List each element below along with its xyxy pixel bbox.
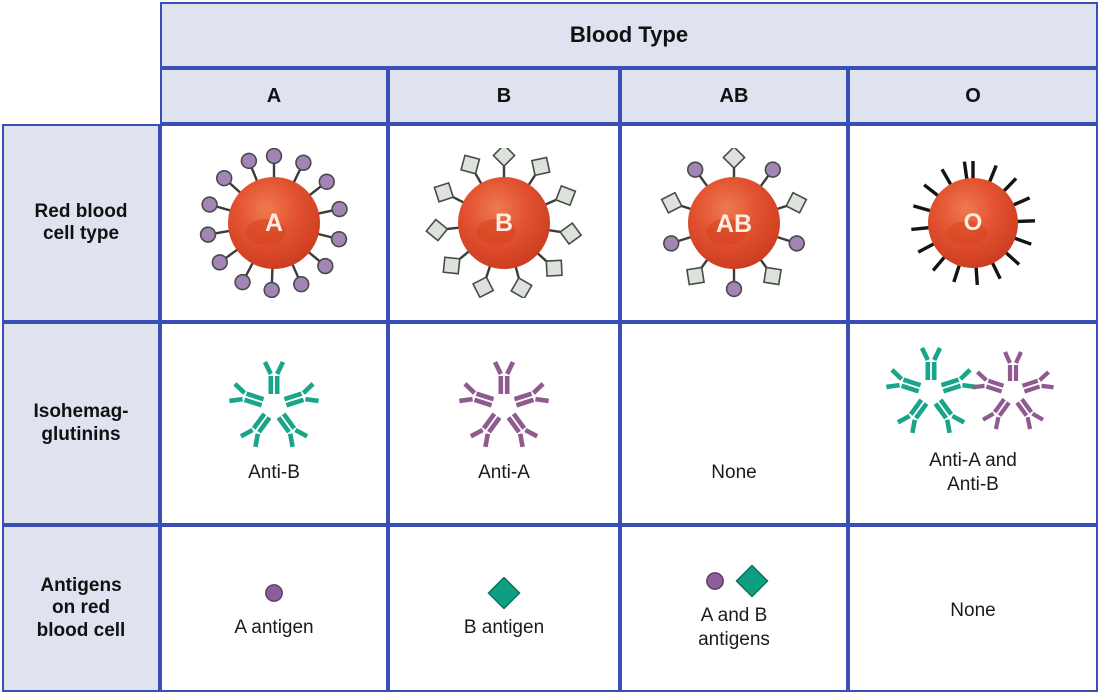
cell-rbc-type-b: B	[388, 124, 620, 322]
row-header-line-2: glutinins	[41, 423, 121, 445]
figure-antigen-diamond	[487, 576, 521, 609]
cell-isohemagglutinins-ab: None	[620, 322, 848, 525]
antigen-caption-b: B antigen	[464, 616, 544, 639]
figure-antigen-circle-and-diamond	[689, 565, 779, 598]
svg-text:O: O	[964, 209, 983, 236]
isohemagglutinin-caption-a: Anti-B	[248, 461, 300, 485]
isohemagglutinin-caption-o: Anti-A and Anti-B	[929, 449, 1017, 497]
caption-line-1: A antigen	[234, 616, 314, 638]
row-header-antigens-on-red-blood-cell: Antigens on red blood cell	[2, 525, 160, 692]
row-header-line-1: Isohemag-	[33, 401, 129, 423]
antigen-caption-a: A antigen	[234, 616, 313, 639]
row-header-line-2: cell type	[42, 223, 120, 244]
caption-line-2: Anti-B	[947, 473, 999, 495]
isohemagglutinin-caption-ab: None	[711, 461, 756, 485]
caption-line-1: Anti-A	[478, 461, 530, 483]
figure-antigen-circle	[259, 578, 289, 608]
cell-antigens-ab: A and B antigens	[620, 525, 848, 692]
row-header-line-2: on red	[51, 597, 111, 619]
cell-rbc-type-ab: AB	[620, 124, 848, 322]
figure-igm-pentamer-teal	[219, 360, 329, 449]
caption-line-1: None	[950, 599, 996, 621]
row-header-red-blood-cell-type: Red blood cell type	[2, 124, 160, 322]
cell-rbc-type-a: A	[160, 124, 388, 322]
caption-line-1: None	[711, 461, 757, 483]
cell-isohemagglutinins-b: Anti-A	[388, 322, 620, 525]
antigen-caption-ab: A and B antigens	[698, 604, 770, 650]
column-header-b: B	[388, 68, 620, 124]
figure-red-blood-cell-type-o: O	[885, 148, 1061, 298]
caption-line-1: A and B	[700, 605, 768, 627]
column-header-o: O	[848, 68, 1098, 124]
figure-red-blood-cell-type-ab: AB	[646, 148, 822, 298]
column-header-a: A	[160, 68, 388, 124]
column-group-header-blood-type: Blood Type	[160, 2, 1098, 68]
cell-rbc-type-o: O	[848, 124, 1098, 322]
caption-line-1: Anti-B	[248, 461, 300, 483]
caption-line-1: B antigen	[463, 616, 545, 638]
cell-antigens-o: None	[848, 525, 1098, 692]
antigen-caption-o: None	[950, 599, 995, 622]
svg-text:A: A	[265, 209, 283, 237]
column-header-ab: AB	[620, 68, 848, 124]
cell-isohemagglutinins-o: Anti-A and Anti-B	[848, 322, 1098, 525]
row-header-line-1: Antigens	[40, 574, 122, 596]
figure-red-blood-cell-type-a: A	[186, 148, 362, 298]
cell-antigens-a: A antigen	[160, 525, 388, 692]
row-header-isohemagglutinins: Isohemag- glutinins	[2, 322, 160, 525]
figure-igm-pentamer-teal-and-purple	[873, 346, 1073, 437]
figure-red-blood-cell-type-b: B	[416, 148, 592, 298]
row-header-line-3: blood cell	[36, 619, 126, 641]
figure-igm-pentamer-purple	[449, 360, 559, 449]
cell-isohemagglutinins-a: Anti-B	[160, 322, 388, 525]
svg-text:B: B	[495, 209, 513, 237]
row-header-line-1: Red blood	[34, 200, 128, 222]
svg-text:AB: AB	[716, 210, 752, 238]
cell-antigens-b: B antigen	[388, 525, 620, 692]
caption-line-2: antigens	[698, 628, 770, 650]
isohemagglutinin-caption-b: Anti-A	[478, 461, 530, 485]
caption-line-1: Anti-A and	[929, 449, 1017, 471]
